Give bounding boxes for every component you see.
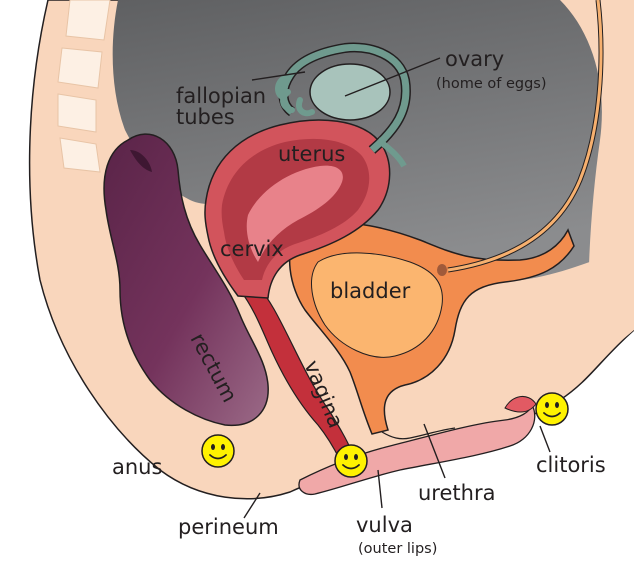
label-anus: anus xyxy=(112,455,162,479)
ovary-shape xyxy=(310,64,390,120)
label-clitoris: clitoris xyxy=(536,453,606,477)
label-vulva: vulva xyxy=(356,513,413,537)
label-ovary-note: (home of eggs) xyxy=(436,76,547,92)
label-perineum: perineum xyxy=(178,515,279,539)
label-uterus: uterus xyxy=(278,142,345,166)
smiley-face-icon xyxy=(536,393,568,425)
smiley-face-icon xyxy=(202,435,234,467)
smiley-face-icon xyxy=(335,445,367,477)
label-bladder: bladder xyxy=(330,279,411,303)
label-cervix: cervix xyxy=(220,237,284,261)
label-ovary: ovary xyxy=(445,47,504,71)
label-tubes: tubes xyxy=(176,105,235,129)
label-urethra: urethra xyxy=(418,481,495,505)
ureter-opening xyxy=(437,264,447,276)
label-vulva-note: (outer lips) xyxy=(358,541,437,557)
